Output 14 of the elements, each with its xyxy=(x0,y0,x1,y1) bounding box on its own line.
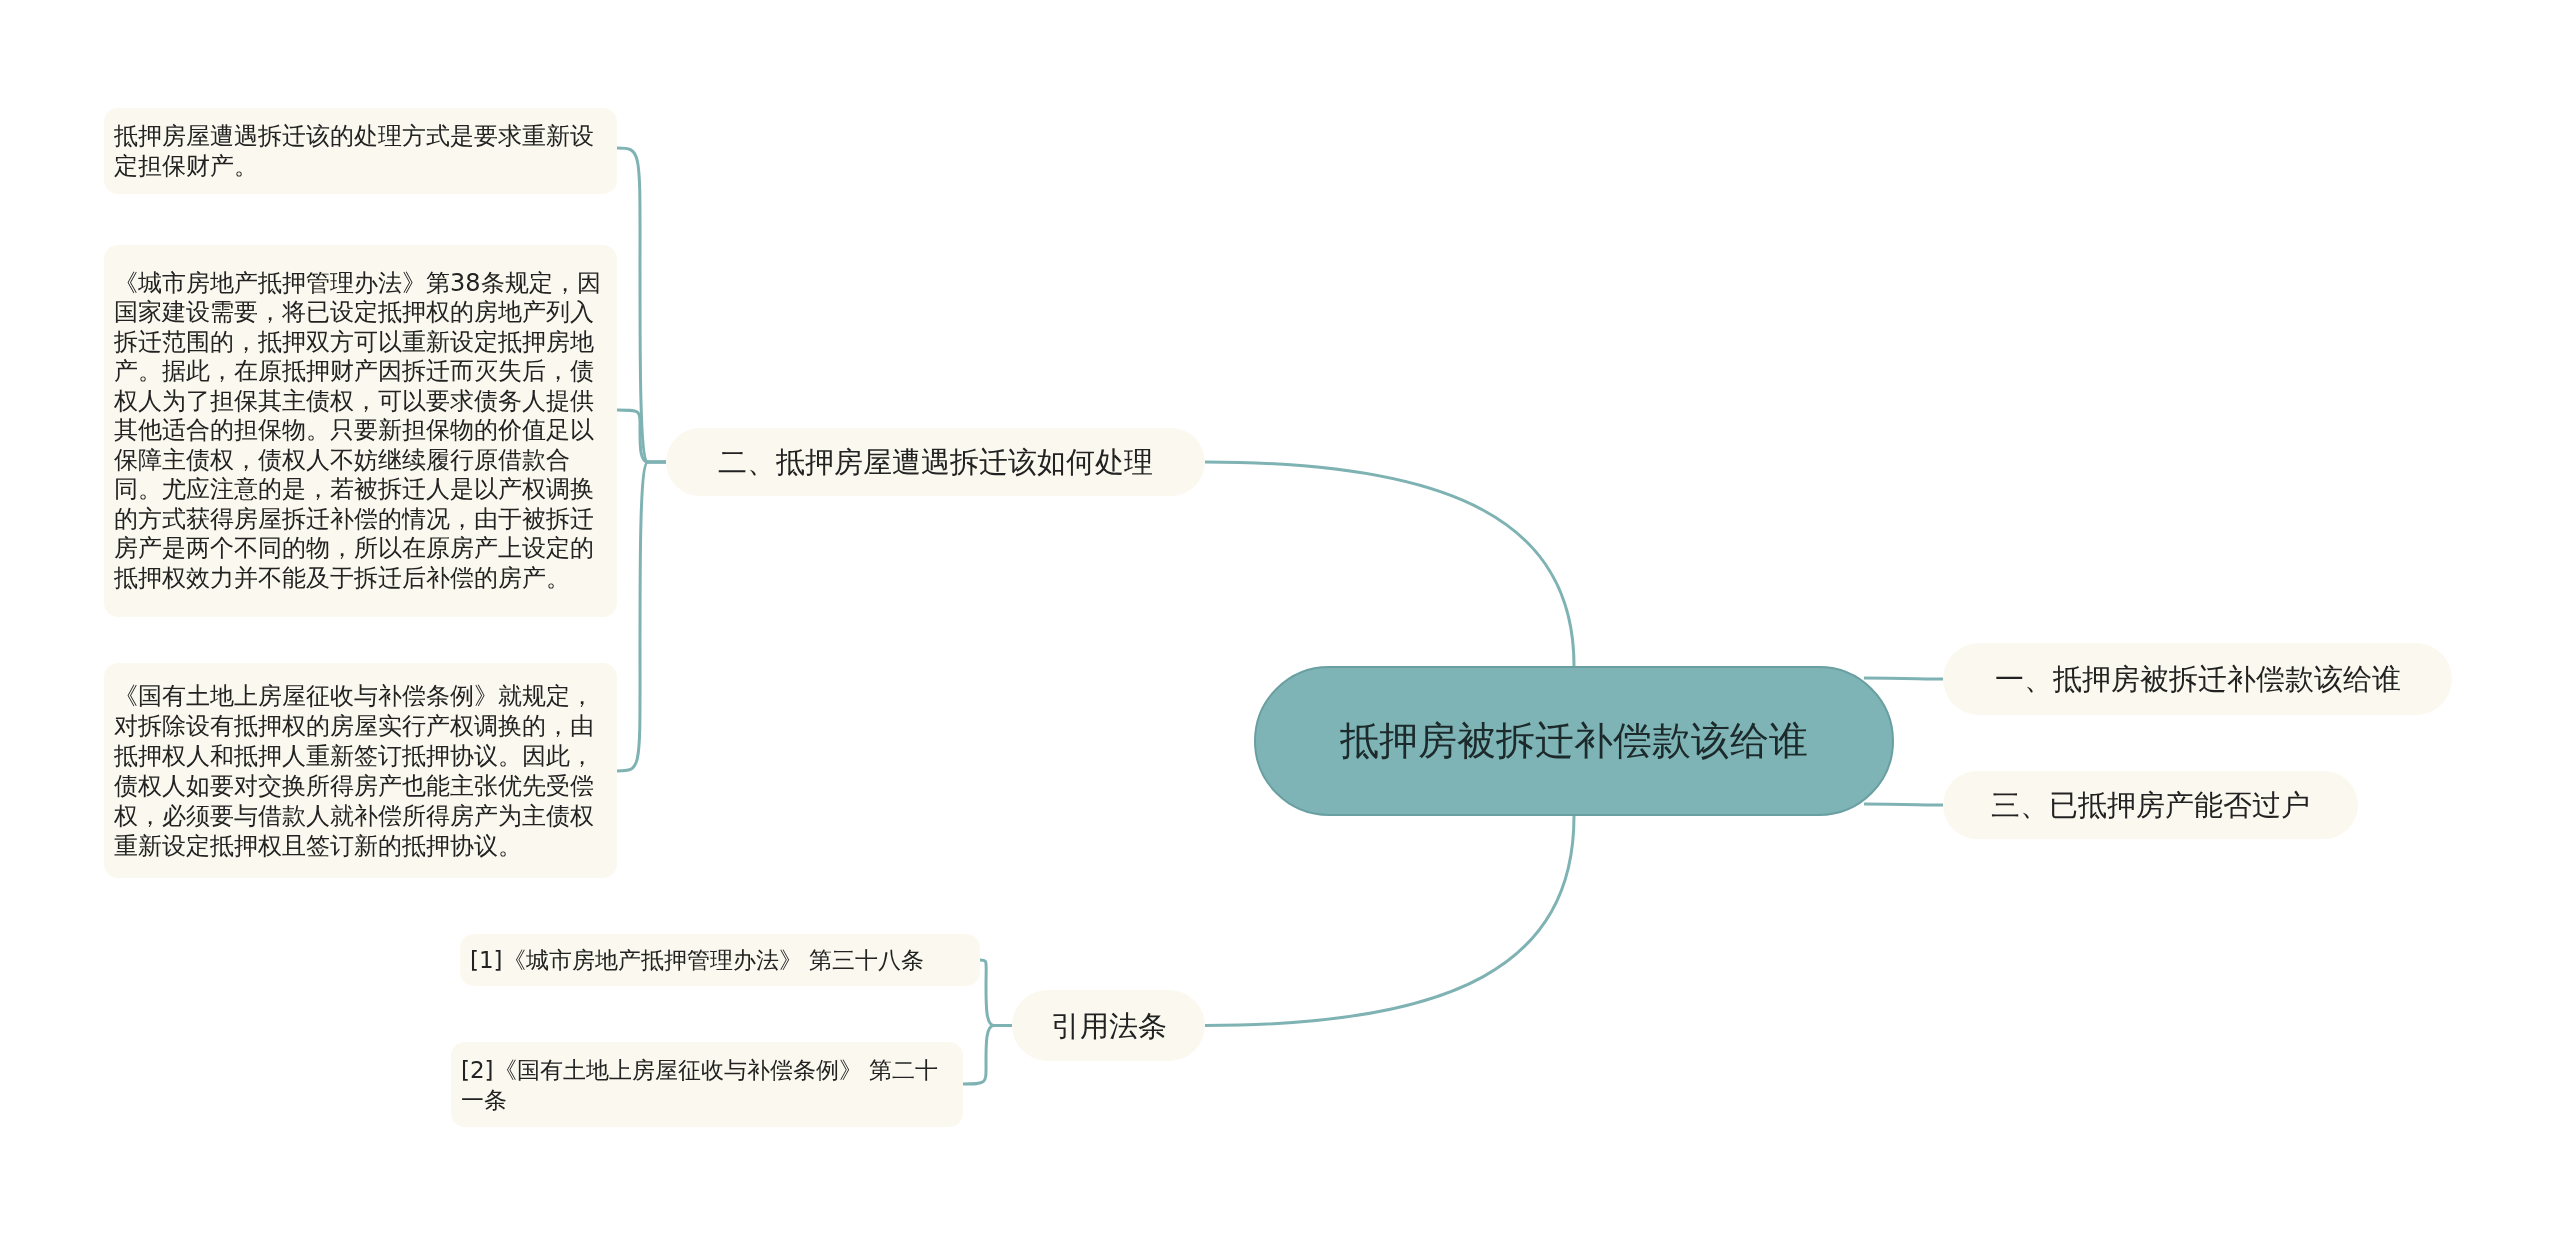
central-topic-box: 抵押房被拆迁补偿款该给谁 xyxy=(1254,666,1894,816)
connector-line xyxy=(1864,802,1943,807)
topic-box: 三、已抵押房产能否过户 xyxy=(1943,771,2358,839)
topic-box: 引用法条 xyxy=(1012,990,1205,1061)
connector-line xyxy=(1864,676,1943,681)
reference-box: [1]《城市房地产抵押管理办法》 第三十八条 xyxy=(460,934,980,986)
topic-box: 二、抵押房屋遭遇拆迁该如何处理 xyxy=(666,428,1205,496)
note-box: 《城市房地产抵押管理办法》第38条规定，因国家建设需要，将已设定抵押权的房地产列入拆迁范围的，抵押双方可以重新设定抵押房地产。据此，在原抵押财产因拆迁而灭失后，债权人为了担保其主债权，可以要求债务人提供其他适合的担保物。只要新担保物的价值足以保障主债权，债权人不妨继续履行原借款合同。尤应注意的是，若被拆迁人是以产权调换的方式获得房屋拆迁补偿的情况，由于被拆迁房产是两个不同的物，所以在原房产上设定的抵押权效力并不能及于拆迁后补偿的房产。 xyxy=(104,245,617,617)
topic-box: 一、抵押房被拆迁补偿款该给谁 xyxy=(1943,643,2452,715)
note-box: 抵押房屋遭遇拆迁该的处理方式是要求重新设定担保财产。 xyxy=(104,108,617,194)
note-box: 《国有土地上房屋征收与补偿条例》就规定，对拆除设有抵押权的房屋实行产权调换的，由抵押权人和抵押人重新签订抵押协议。因此，债权人如要对交换所得房产也能主张优先受偿权，必须要与借款人就补偿所得房产为主债权重新设定抵押权且签订新的抵押协议。 xyxy=(104,663,617,878)
reference-box: [2]《国有土地上房屋征收与补偿条例》 第二十一条 xyxy=(451,1042,963,1127)
connector-line xyxy=(1204,815,1576,1027)
connector-line xyxy=(1204,460,1576,667)
